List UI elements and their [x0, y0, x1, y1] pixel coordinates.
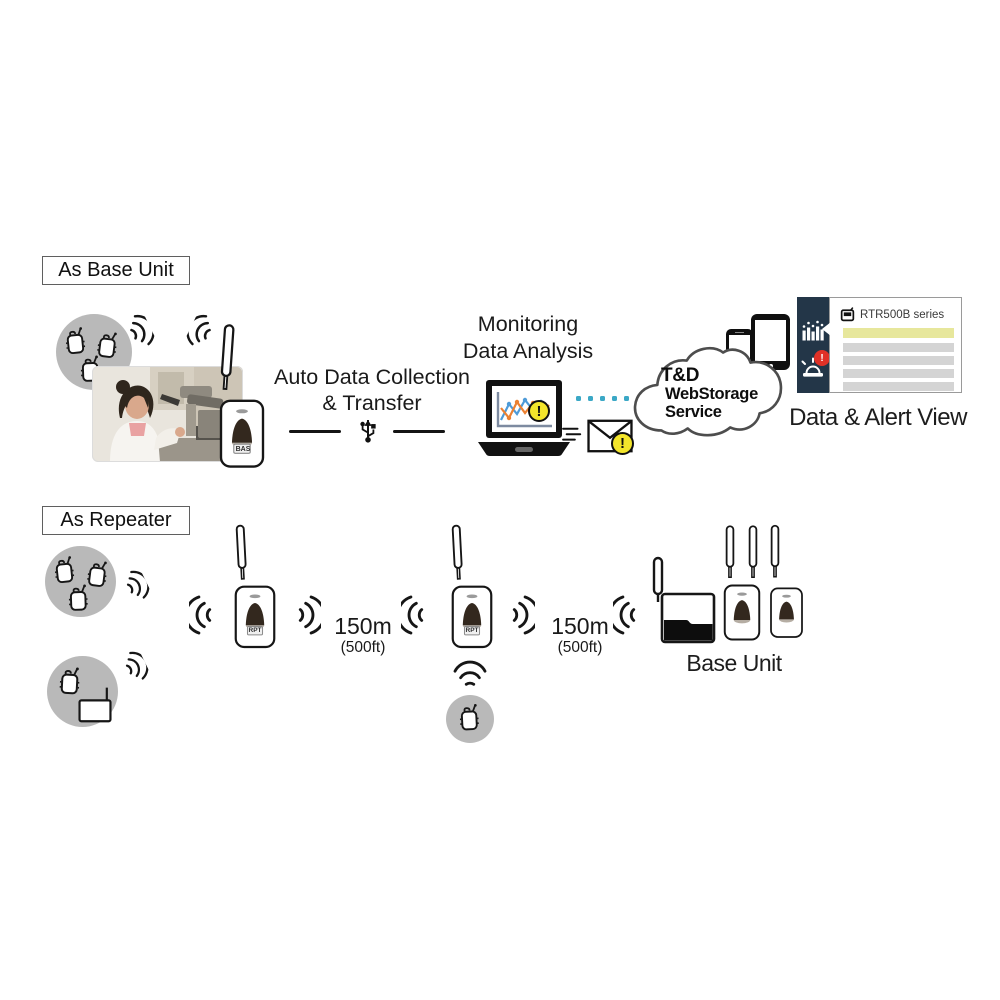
monitoring-line2: Data Analysis — [462, 339, 594, 363]
distance-value: 150m — [334, 613, 392, 639]
cloud-text-line2: WebStorage — [665, 385, 758, 403]
data-logger-icon — [457, 702, 483, 733]
remote-box-device-icon — [74, 684, 116, 724]
base-unit-device — [719, 575, 765, 644]
auto-collection-text: Auto Data Collection & Transfer — [272, 364, 472, 416]
alert-glyph: ! — [820, 352, 824, 364]
data-row — [843, 382, 954, 391]
distance-label: 150m (500ft) — [540, 613, 620, 657]
data-row — [843, 369, 954, 378]
window-title: RTR500B series — [860, 309, 945, 321]
data-logger-icon — [63, 326, 90, 357]
auto-collection-line2: & Transfer — [322, 391, 422, 415]
data-logger-icon — [67, 584, 92, 614]
speed-lines-icon — [560, 427, 586, 445]
alert-view-window: RTR500B series — [822, 297, 962, 393]
link-line — [393, 430, 445, 434]
wifi-down-icon — [449, 659, 491, 689]
tablet-icon — [751, 314, 790, 370]
data-row — [843, 343, 954, 352]
data-row-highlighted — [843, 328, 954, 338]
repeater-device-label: RPT — [248, 627, 262, 634]
window-notch — [822, 322, 831, 336]
base-section-label: As Base Unit — [42, 256, 190, 285]
wireless-signal-icon — [116, 646, 152, 687]
alert-glyph: ! — [620, 435, 625, 452]
wireless-signal-icon — [183, 310, 221, 354]
data-row — [843, 356, 954, 365]
red-alert-badge: ! — [814, 350, 830, 366]
alert-badge: ! — [611, 432, 634, 455]
base-section-title: As Base Unit — [58, 259, 174, 281]
alert-view-sidebar — [797, 297, 829, 393]
wireless-signal-icon — [508, 591, 535, 639]
data-logger-icon — [52, 555, 79, 586]
distance-sub: (500ft) — [340, 639, 386, 656]
distance-sub: (500ft) — [557, 639, 603, 656]
auto-collection-line1: Auto Data Collection — [274, 365, 470, 389]
monitoring-text: Monitoring Data Analysis — [430, 311, 626, 365]
alert-glyph: ! — [536, 402, 542, 420]
cloud-text-line1: T&D — [661, 365, 700, 386]
base-unit-device — [214, 388, 270, 472]
wireless-signal-icon — [613, 591, 640, 639]
wireless-signal-icon — [189, 591, 216, 639]
base-unit-device — [765, 579, 808, 641]
mini-logger-icon — [839, 306, 856, 323]
base-device-label: BAS — [235, 446, 251, 453]
base-unit-caption: Base Unit — [686, 650, 782, 676]
usb-icon — [359, 414, 377, 444]
antenna-icon — [747, 524, 759, 581]
wireless-signal-icon — [401, 591, 428, 639]
network-base-station-icon — [652, 556, 716, 646]
distance-value: 150m — [551, 613, 609, 639]
distance-label: 150m (500ft) — [323, 613, 403, 657]
monitoring-line1: Monitoring — [477, 312, 579, 336]
antenna-icon — [724, 524, 736, 581]
repeater-section-label: As Repeater — [42, 506, 190, 535]
wireless-signal-icon — [117, 565, 153, 606]
alert-badge: ! — [528, 400, 550, 422]
link-line — [289, 430, 341, 434]
antenna-icon — [233, 524, 250, 583]
repeater-section-title: As Repeater — [60, 509, 172, 531]
laptop-icon — [474, 378, 574, 462]
cloud-text-line3: Service — [665, 403, 722, 421]
antenna-icon — [769, 521, 781, 583]
data-alert-view-caption: Data & Alert View — [789, 404, 967, 431]
repeater-device — [446, 575, 498, 652]
antenna-icon — [449, 524, 466, 583]
repeater-device — [229, 575, 281, 652]
wireless-signal-icon — [294, 591, 321, 639]
repeater-device-label: RPT — [465, 627, 479, 634]
